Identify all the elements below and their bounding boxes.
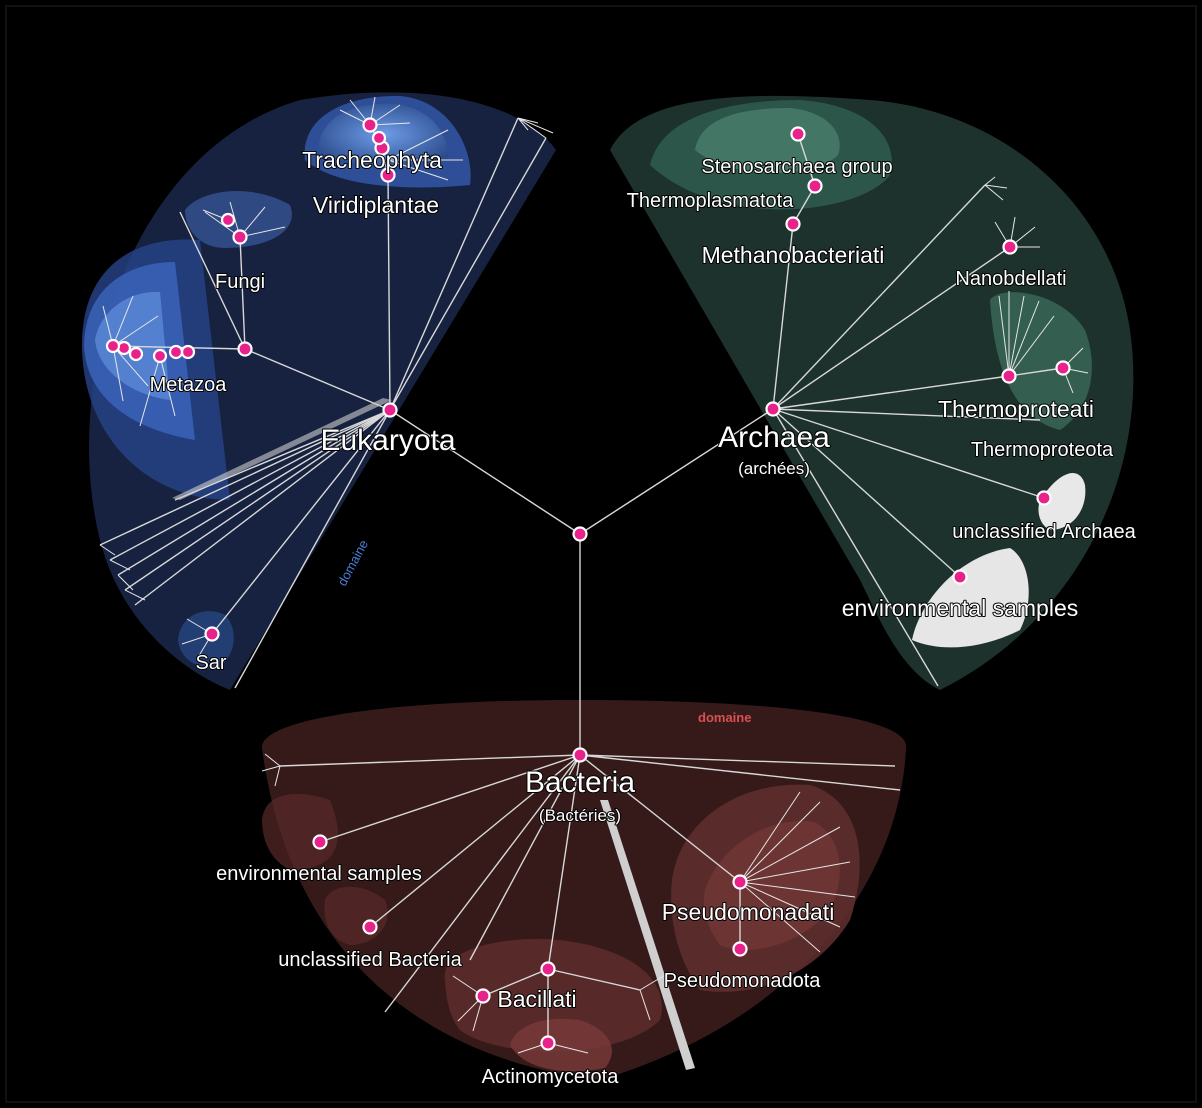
methanobacteriati-label[interactable]: Methanobacteriati [701,241,886,269]
metazoa-child-node[interactable] [105,338,121,354]
bacteria-dense-branch [600,800,695,1070]
domain-tag-bacteria: domaine [698,710,751,725]
pseudomonadota-label[interactable]: Pseudomonadota [663,969,823,993]
fungi-node[interactable] [232,229,248,245]
archaea-environmental-label[interactable]: environmental samples [841,594,1080,622]
fungi-label[interactable]: Fungi [214,270,266,294]
tree-edges [99,117,1064,1070]
metazoa-node[interactable] [180,344,196,360]
fungi-child-node[interactable] [220,212,236,228]
leaf-clusters [99,96,1089,1054]
actinomycetota-node[interactable] [540,1035,556,1051]
archaea-subtitle: (archées) [738,459,810,478]
metazoa-child-node[interactable] [152,348,168,364]
thermoproteota-label[interactable]: Thermoproteota [970,438,1115,462]
tree-nodes [105,117,1071,1051]
unclassified-archaea-node[interactable] [1036,490,1052,506]
bacillati-node[interactable] [540,961,556,977]
thermoproteati-label[interactable]: Thermoproteati [937,395,1095,423]
opisthokonta-node[interactable] [237,341,253,357]
methanobacteriati-node[interactable] [785,216,801,232]
sar-label[interactable]: Sar [194,651,227,675]
thermoplasmatota-label[interactable]: Thermoplasmatota [626,189,796,213]
source-url: https://lifemap.cnrs.fr/ [776,1030,1140,1072]
bacteria-region [261,700,907,1080]
eukaryota-label[interactable]: Eukaryota [319,423,456,458]
unclassified-archaea-label[interactable]: unclassified Archaea [951,520,1137,544]
archaea-node[interactable] [765,401,781,417]
bacillati-child-node[interactable] [475,988,491,1004]
bacteria-node[interactable] [572,747,588,763]
stenosarchaea-node[interactable] [807,178,823,194]
archaea-region [610,95,1134,691]
tracheophyta-child-node[interactable] [362,117,378,133]
bacteria-subtitle: (Bactéries) [539,806,621,825]
viridiplantae-label[interactable]: Viridiplantae [312,191,440,219]
stenosarchaea-label[interactable]: Stenosarchaea group [700,155,893,179]
metazoa-label[interactable]: Metazoa [149,373,229,397]
bacteria-label[interactable]: Bacteria [524,765,636,800]
archaea-environmental-node[interactable] [952,569,968,585]
pseudomonadati-label[interactable]: Pseudomonadati [661,898,836,926]
metazoa-child-node[interactable] [128,346,144,362]
pseudomonadota-node[interactable] [732,941,748,957]
bacteria-environmental-node[interactable] [312,834,328,850]
unclassified-bacteria-label[interactable]: unclassified Bacteria [277,948,463,972]
root-node[interactable] [572,526,588,542]
tracheophyta-label[interactable]: Tracheophyta [301,146,443,174]
sar-node[interactable] [204,626,220,642]
eukaryota-region [81,92,557,690]
metazoa-child-node[interactable] [168,344,184,360]
tracheophyta-child-node[interactable] [371,130,387,146]
bacteria-environmental-label[interactable]: environmental samples [215,862,423,886]
thermoproteota-node[interactable] [1055,360,1071,376]
bacillati-label[interactable]: Bacillati [496,985,577,1013]
tree-labels: Eukaryota Tracheophyta Viridiplantae Fun… [149,146,1138,1089]
thermoproteati-node[interactable] [1001,368,1017,384]
eukaryota-dense-branch [172,398,392,500]
viridiplantae-node[interactable] [380,167,396,183]
actinomycetota-label[interactable]: Actinomycetota [481,1065,621,1089]
nanobdellati-node[interactable] [1002,239,1018,255]
eukaryota-node[interactable] [382,402,398,418]
unclassified-bacteria-node[interactable] [362,919,378,935]
pseudomonadati-node[interactable] [732,874,748,890]
stenosarchaea-child-node[interactable] [790,126,806,142]
nanobdellati-label[interactable]: Nanobdellati [954,267,1067,291]
archaea-label[interactable]: Archaea [717,420,831,455]
